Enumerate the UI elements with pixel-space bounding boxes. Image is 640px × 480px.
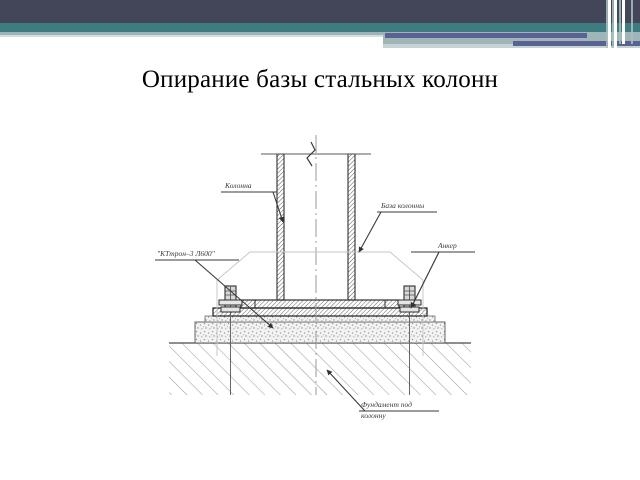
header-vertical-stripe [619,0,621,44]
label-column-base: База колонны [358,201,437,253]
label-column-text: Колонна [224,181,252,190]
header-vertical-stripe [612,0,614,48]
steel-column-shaft [261,135,371,395]
header-vertical-stripe [606,0,608,48]
header-vertical-gap [622,0,625,44]
technical-drawing: Колонна База колонны "КТтрон–3 Л600" Анк… [155,130,485,440]
anchor-bolt-left [218,285,243,395]
header-accent-bar-lower [513,41,640,46]
label-foundation-text-line1: Фундамент под [361,400,412,409]
label-column: Колонна [221,181,285,223]
slide-header-decoration [0,0,640,60]
header-teal-bar [0,23,640,32]
header-pale-band [0,32,640,35]
header-vertical-stripe [631,0,633,44]
base-outline-construction [216,251,424,356]
header-dark-bar [0,0,640,23]
foundation-mass [169,342,471,395]
anchor-bolt-right [397,285,422,395]
label-grout: "КТтрон–3 Л600" [155,249,274,329]
header-right-block-light [383,44,640,48]
header-accent-bar-upper [385,33,587,38]
header-vertical-gap [608,0,611,48]
column-base-plate [212,299,428,317]
grout-bed [194,315,446,344]
label-anchor: Анкер [410,241,475,309]
page-title: Опирание базы стальных колонн [141,66,499,93]
label-column-base-text: База колонны [380,201,424,210]
label-grout-text: "КТтрон–3 Л600" [157,249,216,258]
label-anchor-text: Анкер [437,241,457,250]
header-vertical-gap [614,0,617,48]
label-foundation: Фундамент под колонну [326,369,439,420]
label-foundation-text-line2: колонну [361,411,386,420]
header-pale-band-light [0,35,640,37]
